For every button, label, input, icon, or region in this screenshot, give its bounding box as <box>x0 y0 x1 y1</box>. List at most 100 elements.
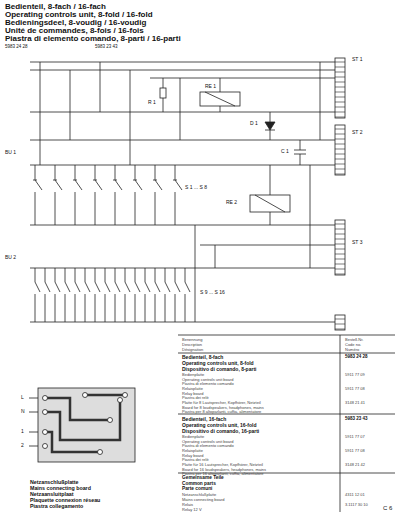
switch-stroke <box>75 192 76 225</box>
table-header: Désignation <box>182 348 203 352</box>
switch-stroke <box>125 294 126 322</box>
switch-stroke <box>335 97 345 98</box>
switch-stroke <box>335 139 345 140</box>
pin-label: L <box>21 395 24 400</box>
switch-stroke <box>75 165 76 180</box>
switch-stroke <box>335 324 345 325</box>
order-number: 3148 21 41 <box>345 401 365 405</box>
table-cell: Relaisplatte <box>182 387 203 391</box>
switch-stroke <box>55 180 62 190</box>
switch-stroke <box>335 254 345 255</box>
switch-stroke <box>53 180 57 181</box>
table-cell: Relay 12 V <box>182 508 202 512</box>
connector-label: ST 2 <box>352 130 362 135</box>
switch-stroke <box>335 144 345 145</box>
table-group: Operating controls unit, 16-fold <box>182 423 256 428</box>
switch-stroke <box>335 319 345 320</box>
switch-stroke <box>35 282 40 292</box>
switch-stroke <box>335 174 345 175</box>
switch-stroke <box>35 165 36 180</box>
table-cell: Board for 8 loudspeakers, headphones, ma… <box>182 406 264 410</box>
board-caption: Piastra collegamento <box>30 504 83 509</box>
switch-stroke <box>93 180 97 181</box>
table-cell: Bedienplatte <box>182 435 204 439</box>
table-cell: Netzanschlußplatte <box>182 493 216 497</box>
switch-stroke <box>135 192 136 225</box>
order-number: 3148 21 42 <box>345 463 365 467</box>
table-header: Description <box>182 343 202 347</box>
switch-stroke <box>335 72 345 73</box>
switch-stroke <box>45 282 50 292</box>
table-group: Dispositivo di comando, 8-parti <box>182 367 256 372</box>
connector-label: ST 3 <box>352 240 362 245</box>
switch-stroke <box>125 268 126 282</box>
switch-stroke <box>335 82 345 83</box>
title-line: Piastra di elemento comando, 8-parti / 1… <box>5 35 181 43</box>
switch-stroke <box>175 165 176 180</box>
switch-stroke <box>115 294 116 322</box>
switch-stroke <box>135 294 136 322</box>
switch-stroke <box>335 62 345 63</box>
switch-stroke <box>85 282 90 292</box>
switch-stroke <box>335 67 345 68</box>
switch-stroke <box>115 165 116 180</box>
switch-stroke <box>175 268 176 282</box>
page-number: C 6 <box>383 505 392 511</box>
title-line: Operating controls unit, 8-fold / 16-fol… <box>5 11 153 19</box>
switch-stroke <box>335 329 345 330</box>
switch-stroke <box>153 180 157 181</box>
title-line: Bedieningsdeel, 8-voudig / 16-voudig <box>5 19 146 27</box>
switch-stroke <box>75 294 76 322</box>
switch-stroke <box>155 165 156 180</box>
switch-stroke <box>165 282 170 292</box>
board-caption: Mains connecting board <box>30 486 91 491</box>
order-number: 5911 77 09 <box>345 373 365 377</box>
table-group: Operating controls unit, 8-fold <box>182 361 254 366</box>
switch-stroke <box>125 282 130 292</box>
table-cell: Piastra dei relè <box>182 396 209 400</box>
pin-label: N <box>21 409 25 414</box>
socket-label: BU 1 <box>5 150 16 155</box>
switch-stroke <box>75 282 80 292</box>
switch-stroke <box>65 282 70 292</box>
diode-label: D 1 <box>250 121 258 126</box>
table-cell: Board for 16 loudspeakers, headphones, m… <box>182 468 266 472</box>
switch-stroke <box>175 180 182 190</box>
table-cell: Piastra per 8 altoparlanti, cuffia, alim… <box>182 410 261 414</box>
switch-stroke <box>335 92 345 93</box>
switch-stroke <box>95 282 100 292</box>
switch-stroke <box>335 259 345 260</box>
table-group: Gemeinsame Teile <box>182 476 224 481</box>
part-number: 5983 24 28 <box>5 45 28 50</box>
switch-stroke <box>55 282 60 292</box>
switch-stroke <box>335 239 345 240</box>
order-number: 5911 77 08 <box>345 449 365 453</box>
relay-label: RE 2 <box>226 200 237 205</box>
table-cell: Piastra di elemento comando <box>182 444 234 448</box>
relay-label: RE 1 <box>205 84 216 89</box>
switch-stroke <box>145 294 146 322</box>
table-cell: Platte für 8 Lautsprecher, Kopfhörer, Ne… <box>182 401 261 405</box>
switch-stroke <box>55 268 56 282</box>
table-group: Bedienteil, 8-fach <box>182 355 223 360</box>
switch-stroke <box>335 149 345 150</box>
switch-stroke <box>95 165 96 180</box>
switch-stroke <box>335 269 345 270</box>
table-cell: Relay board <box>182 454 204 458</box>
socket-label: BU 2 <box>5 255 16 260</box>
table-cell: Operating controls unit board <box>182 440 234 444</box>
switch-stroke <box>35 180 42 190</box>
switch-stroke <box>45 294 46 322</box>
switch-stroke <box>135 268 136 282</box>
order-number: 5983 23 43 <box>345 417 368 422</box>
switch-stroke <box>85 268 86 282</box>
table-header: Code no. <box>345 343 361 347</box>
connector-label: ST 1 <box>352 57 362 62</box>
switch-stroke <box>335 112 345 113</box>
switch-stroke <box>173 180 177 181</box>
switch-stroke <box>155 294 156 322</box>
switch-stroke <box>145 268 146 282</box>
switch-stroke <box>335 169 345 170</box>
switch-stroke <box>175 282 180 292</box>
table-group: Common parts <box>182 482 216 487</box>
